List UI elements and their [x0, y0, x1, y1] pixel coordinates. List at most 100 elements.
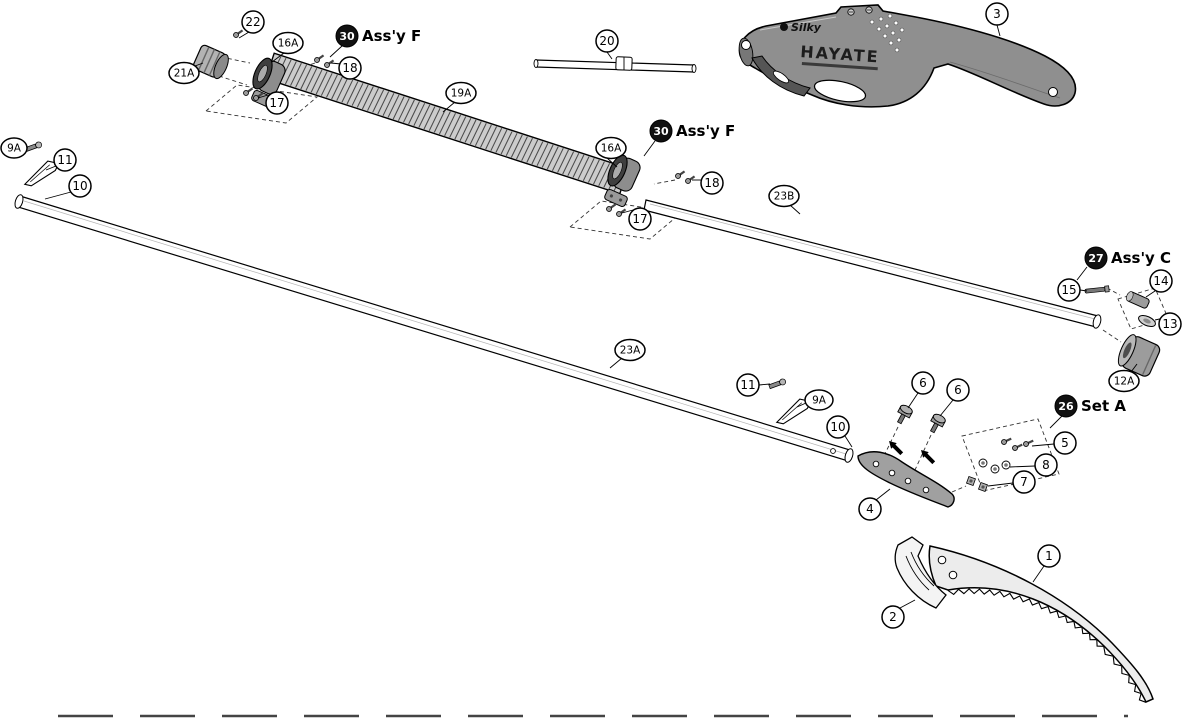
svg-text:21A: 21A — [174, 68, 195, 80]
callout-14: 14 — [1149, 269, 1173, 293]
svg-text:30: 30 — [653, 125, 669, 138]
part-bracket-4 — [857, 451, 955, 508]
callout-9A-2: 9A — [804, 389, 834, 411]
callout-21A: 21A — [168, 61, 200, 85]
svg-text:18: 18 — [342, 61, 357, 75]
callout-16A-1: 16A — [272, 31, 304, 55]
callout-1: 1 — [1037, 544, 1061, 568]
callout-7: 7 — [1012, 470, 1036, 494]
part-rod-20 — [533, 56, 697, 73]
handle-hole-right — [1048, 87, 1058, 97]
svg-text:5: 5 — [1061, 436, 1069, 450]
callout-16A-2: 16A — [595, 136, 627, 160]
svg-text:1: 1 — [1045, 549, 1053, 563]
svg-text:2: 2 — [889, 610, 897, 624]
callout-23B: 23B — [768, 184, 800, 208]
callout-18-2: 18 — [700, 171, 724, 195]
callout-3: 3 — [985, 2, 1009, 26]
svg-text:13: 13 — [1162, 317, 1177, 331]
svg-text:30: 30 — [339, 30, 355, 43]
screws-18-2 — [675, 170, 696, 184]
callout-6-1: 6 — [911, 371, 935, 395]
svg-text:6: 6 — [919, 376, 927, 390]
svg-text:12A: 12A — [1114, 376, 1135, 388]
svg-text:26: 26 — [1058, 400, 1074, 413]
svg-text:11: 11 — [57, 153, 72, 167]
callout-23A: 23A — [614, 338, 646, 362]
callout-13: 13 — [1158, 312, 1182, 336]
part-cap-21A — [192, 44, 229, 80]
part-sleeve-14 — [1126, 291, 1150, 309]
part-clamp-17-2 — [604, 188, 628, 208]
badge-assy-f-2: 30 Ass'y F — [649, 119, 735, 143]
set-a-label: Set A — [1081, 397, 1126, 415]
callout-5: 5 — [1053, 431, 1077, 455]
part-washers-8 — [978, 458, 1011, 474]
assembly-badges: 30 Ass'y F 30 Ass'y F 27 Ass'y C 26 Set … — [335, 24, 1171, 418]
svg-text:9A: 9A — [812, 395, 827, 407]
screws-18-1 — [314, 54, 335, 68]
assy-f-label-1: Ass'y F — [362, 27, 421, 45]
callout-6-2: 6 — [946, 378, 970, 402]
screws-17-2 — [606, 203, 627, 217]
callout-2: 2 — [881, 605, 905, 629]
brand-logo-icon — [780, 23, 788, 31]
svg-text:22: 22 — [245, 15, 260, 29]
svg-text:20: 20 — [599, 34, 614, 48]
insert-arrow-6-1 — [889, 441, 904, 456]
callouts: 22 18 17 20 3 18 17 15 14 13 11 10 11 10… — [0, 2, 1182, 629]
callout-8: 8 — [1034, 453, 1058, 477]
handle-screws — [847, 6, 873, 16]
set-a-box — [961, 418, 1060, 492]
handle-grip-slot — [813, 79, 867, 103]
insert-arrow-6-2 — [921, 450, 936, 465]
part-washer-13 — [1138, 314, 1156, 328]
part-endcap-12A — [1117, 334, 1161, 377]
svg-text:7: 7 — [1020, 475, 1028, 489]
callout-11-2: 11 — [736, 373, 760, 397]
svg-text:23B: 23B — [774, 191, 795, 203]
part-nuts-7 — [966, 476, 988, 492]
badge-assy-f-1: 30 Ass'y F — [335, 24, 421, 48]
svg-text:4: 4 — [866, 502, 874, 516]
callout-12A: 12A — [1108, 369, 1140, 393]
assembly-box-17-1 — [204, 84, 319, 124]
part-handle-3: Silky HAYATE — [738, 4, 1077, 108]
callout-17-2: 17 — [628, 207, 652, 231]
callout-4: 4 — [858, 497, 882, 521]
svg-text:23A: 23A — [620, 345, 641, 357]
callout-17-1: 17 — [265, 91, 289, 115]
svg-text:16A: 16A — [601, 143, 622, 155]
handle-fine-print — [801, 62, 878, 71]
svg-text:15: 15 — [1061, 283, 1076, 297]
svg-text:9A: 9A — [7, 143, 22, 155]
callout-22: 22 — [241, 10, 265, 34]
svg-text:3: 3 — [993, 7, 1001, 21]
blade-teeth — [947, 588, 1146, 703]
svg-text:19A: 19A — [451, 88, 472, 100]
screws-17-1 — [243, 87, 264, 101]
svg-text:16A: 16A — [278, 38, 299, 50]
svg-text:18: 18 — [704, 176, 719, 190]
callout-11-1: 11 — [53, 148, 77, 172]
callout-20: 20 — [595, 29, 619, 53]
part-tbolt-6-2 — [929, 413, 946, 434]
handle-hole-left — [741, 40, 751, 50]
part-pole-23B — [643, 199, 1102, 329]
callout-9A-1: 9A — [0, 137, 28, 159]
svg-text:27: 27 — [1088, 252, 1103, 265]
part-pin-15 — [1084, 285, 1110, 294]
part-collar-16A-2 — [607, 154, 641, 192]
svg-text:17: 17 — [632, 212, 647, 226]
part-tbolt-6-1 — [896, 404, 913, 425]
part-collar-16A-1 — [252, 57, 286, 95]
callout-10-1: 10 — [68, 174, 92, 198]
leader-lines — [23, 24, 1165, 609]
handle-rivet-dots — [869, 13, 905, 53]
svg-text:6: 6 — [954, 383, 962, 397]
assy-f-label-2: Ass'y F — [676, 122, 735, 140]
svg-text:14: 14 — [1153, 274, 1168, 288]
callout-10-2: 10 — [826, 415, 850, 439]
callout-18-1: 18 — [338, 56, 362, 80]
